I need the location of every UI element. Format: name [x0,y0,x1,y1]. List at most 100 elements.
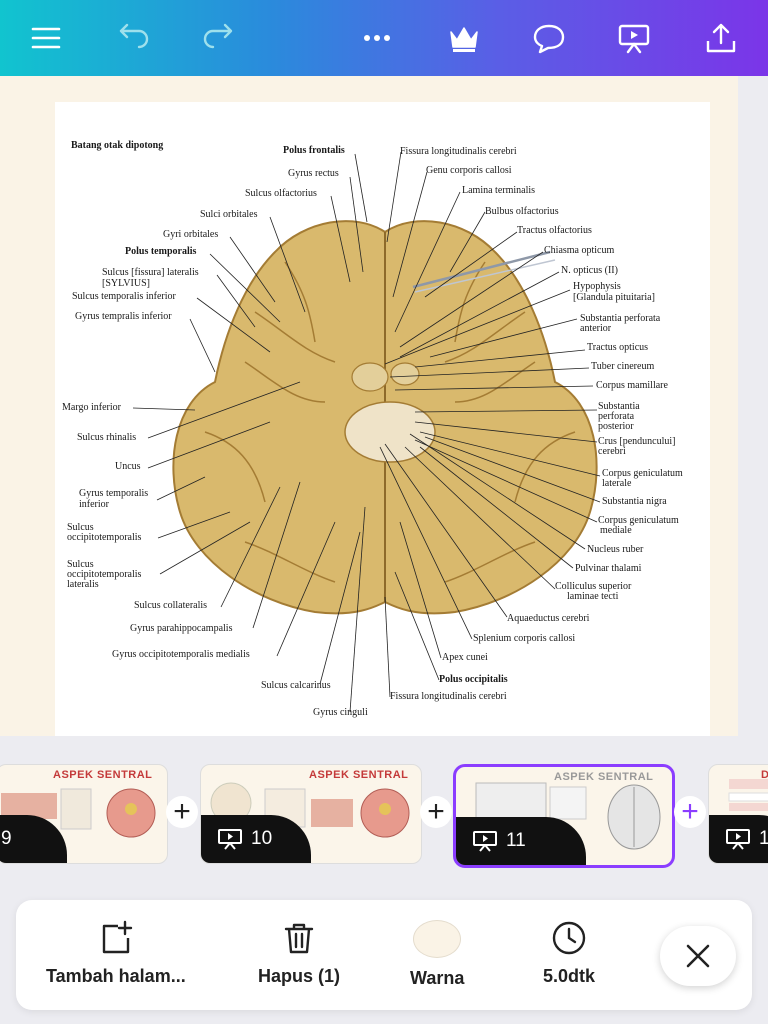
label: Hypophysis [573,281,621,292]
thumbnail-preview [1,788,156,838]
delete-label: Hapus (1) [258,966,341,986]
label: Sulcus collateralis [134,600,207,611]
share-button[interactable] [697,14,745,62]
label: Polus occipitalis [439,674,508,685]
undo-button[interactable] [110,14,158,62]
label: Sulci orbitales [200,209,258,220]
label: Crus [penduncului] [598,436,676,447]
close-button[interactable] [660,926,736,986]
thumbnail-preview [475,782,661,850]
right-label-text: Fissura longitudinalis cerebri Genu corp… [390,146,683,702]
hamburger-icon [31,27,61,49]
undo-icon [119,23,149,49]
present-icon [218,829,242,850]
label: Uncus [115,461,141,472]
label: Sulcus [67,522,94,533]
color-swatch [413,920,462,958]
thumbnail-preview [728,779,768,811]
add-page-label: Tambah halam... [46,966,186,986]
page-edge [738,76,768,736]
comment-button[interactable] [525,14,573,62]
label: mediale [600,525,632,536]
label: Chiasma opticum [544,245,614,256]
label: [Glandula pituitaria] [573,292,655,303]
label: Pulvinar thalami [575,563,642,574]
thumbnail-page-10[interactable]: ASPEK SENTRAL 10 [200,764,422,864]
label: Splenium corporis callosi [473,633,575,644]
label: Substantia [598,401,640,412]
color-button[interactable]: Warna [410,920,464,989]
label: posterior [598,421,634,432]
label: laterale [602,478,632,489]
brain-illustration [172,220,598,615]
label: laminae tecti [567,591,619,602]
add-page-button[interactable]: Tambah halam... [46,920,186,987]
add-page-between-button[interactable]: + [166,796,198,828]
thumbnail-title: ASPEK SENTRAL [554,771,654,783]
label: perforata [598,411,635,422]
thumbnail-page-11-selected[interactable]: ASPEK SENTRAL 11 [453,764,675,868]
page-number-badge: 10 [201,815,311,863]
current-slide[interactable]: Batang otak dipotong Polus fronta [55,102,710,736]
duration-button[interactable]: 5.0dtk [543,920,595,987]
left-labels [132,153,368,713]
label: Gyrus rectus [288,168,339,179]
thumbnail-title: D [761,769,768,781]
label: Tuber cinereum [591,361,654,372]
label: Corpus geniculatum [598,515,679,526]
label: anterior [580,323,612,334]
label: Aquaeductus cerebri [507,613,590,624]
thumbnail-page-12[interactable]: D 1 [708,764,768,864]
delete-button[interactable]: Hapus (1) [258,920,340,987]
label: Lamina terminalis [462,185,535,196]
redo-button[interactable] [194,14,242,62]
comment-icon [533,24,565,54]
label: Nucleus ruber [587,544,644,555]
present-icon [726,829,750,850]
label: Corpus geniculatum [602,468,683,479]
label: Tractus olfactorius [517,225,592,236]
thumbnail-page-9[interactable]: ASPEK SENTRAL 9 [0,764,168,864]
add-page-after-button[interactable]: + [674,796,706,828]
brain-diagram: Batang otak dipotong Polus fronta [62,140,683,718]
top-toolbar [0,0,768,76]
more-dots-icon [364,35,390,41]
label: Polus temporalis [125,246,196,257]
label: [SYLVIUS] [102,278,150,289]
page-actions-panel: Tambah halam... Hapus (1) Warna 5.0dtk [16,900,752,1010]
label: Substantia nigra [602,496,667,507]
page-number-badge: 11 [456,817,586,865]
label: Fissura longitudinalis cerebri [390,691,507,702]
add-page-between-button[interactable]: + [420,796,452,828]
color-label: Warna [410,968,465,988]
label: Sulcus temporalis inferior [72,291,177,302]
present-button[interactable] [610,14,658,62]
page-number-badge: 1 [709,815,768,863]
label: Tractus opticus [587,342,648,353]
label: Colliculus superior [555,581,632,592]
label: Gyrus occipitotemporalis medialis [112,649,250,660]
label: Margo inferior [62,402,122,413]
label: Apex cunei [442,652,488,663]
slide-heading: Batang otak dipotong [71,140,163,151]
label: cerebri [598,446,626,457]
present-icon [473,831,497,852]
more-button[interactable] [353,14,401,62]
label: N. opticus (II) [561,265,618,276]
premium-button[interactable] [440,14,488,62]
trash-icon [284,923,314,954]
label: Sulcus calcarinus [261,680,331,691]
upload-icon [706,23,736,53]
label: Genu corporis callosi [426,165,512,176]
label: Sulcus [67,559,94,570]
label: occipitotemporalis [67,569,142,580]
menu-button[interactable] [22,14,70,62]
label: Gyrus parahippocampalis [130,623,233,634]
thumbnail-title: ASPEK SENTRAL [309,769,409,781]
crown-icon [450,27,478,52]
page-number: 11 [506,830,526,851]
label: Polus frontalis [283,145,345,156]
thumbnail-preview [210,782,410,838]
close-icon [686,944,710,968]
redo-icon [203,23,233,49]
